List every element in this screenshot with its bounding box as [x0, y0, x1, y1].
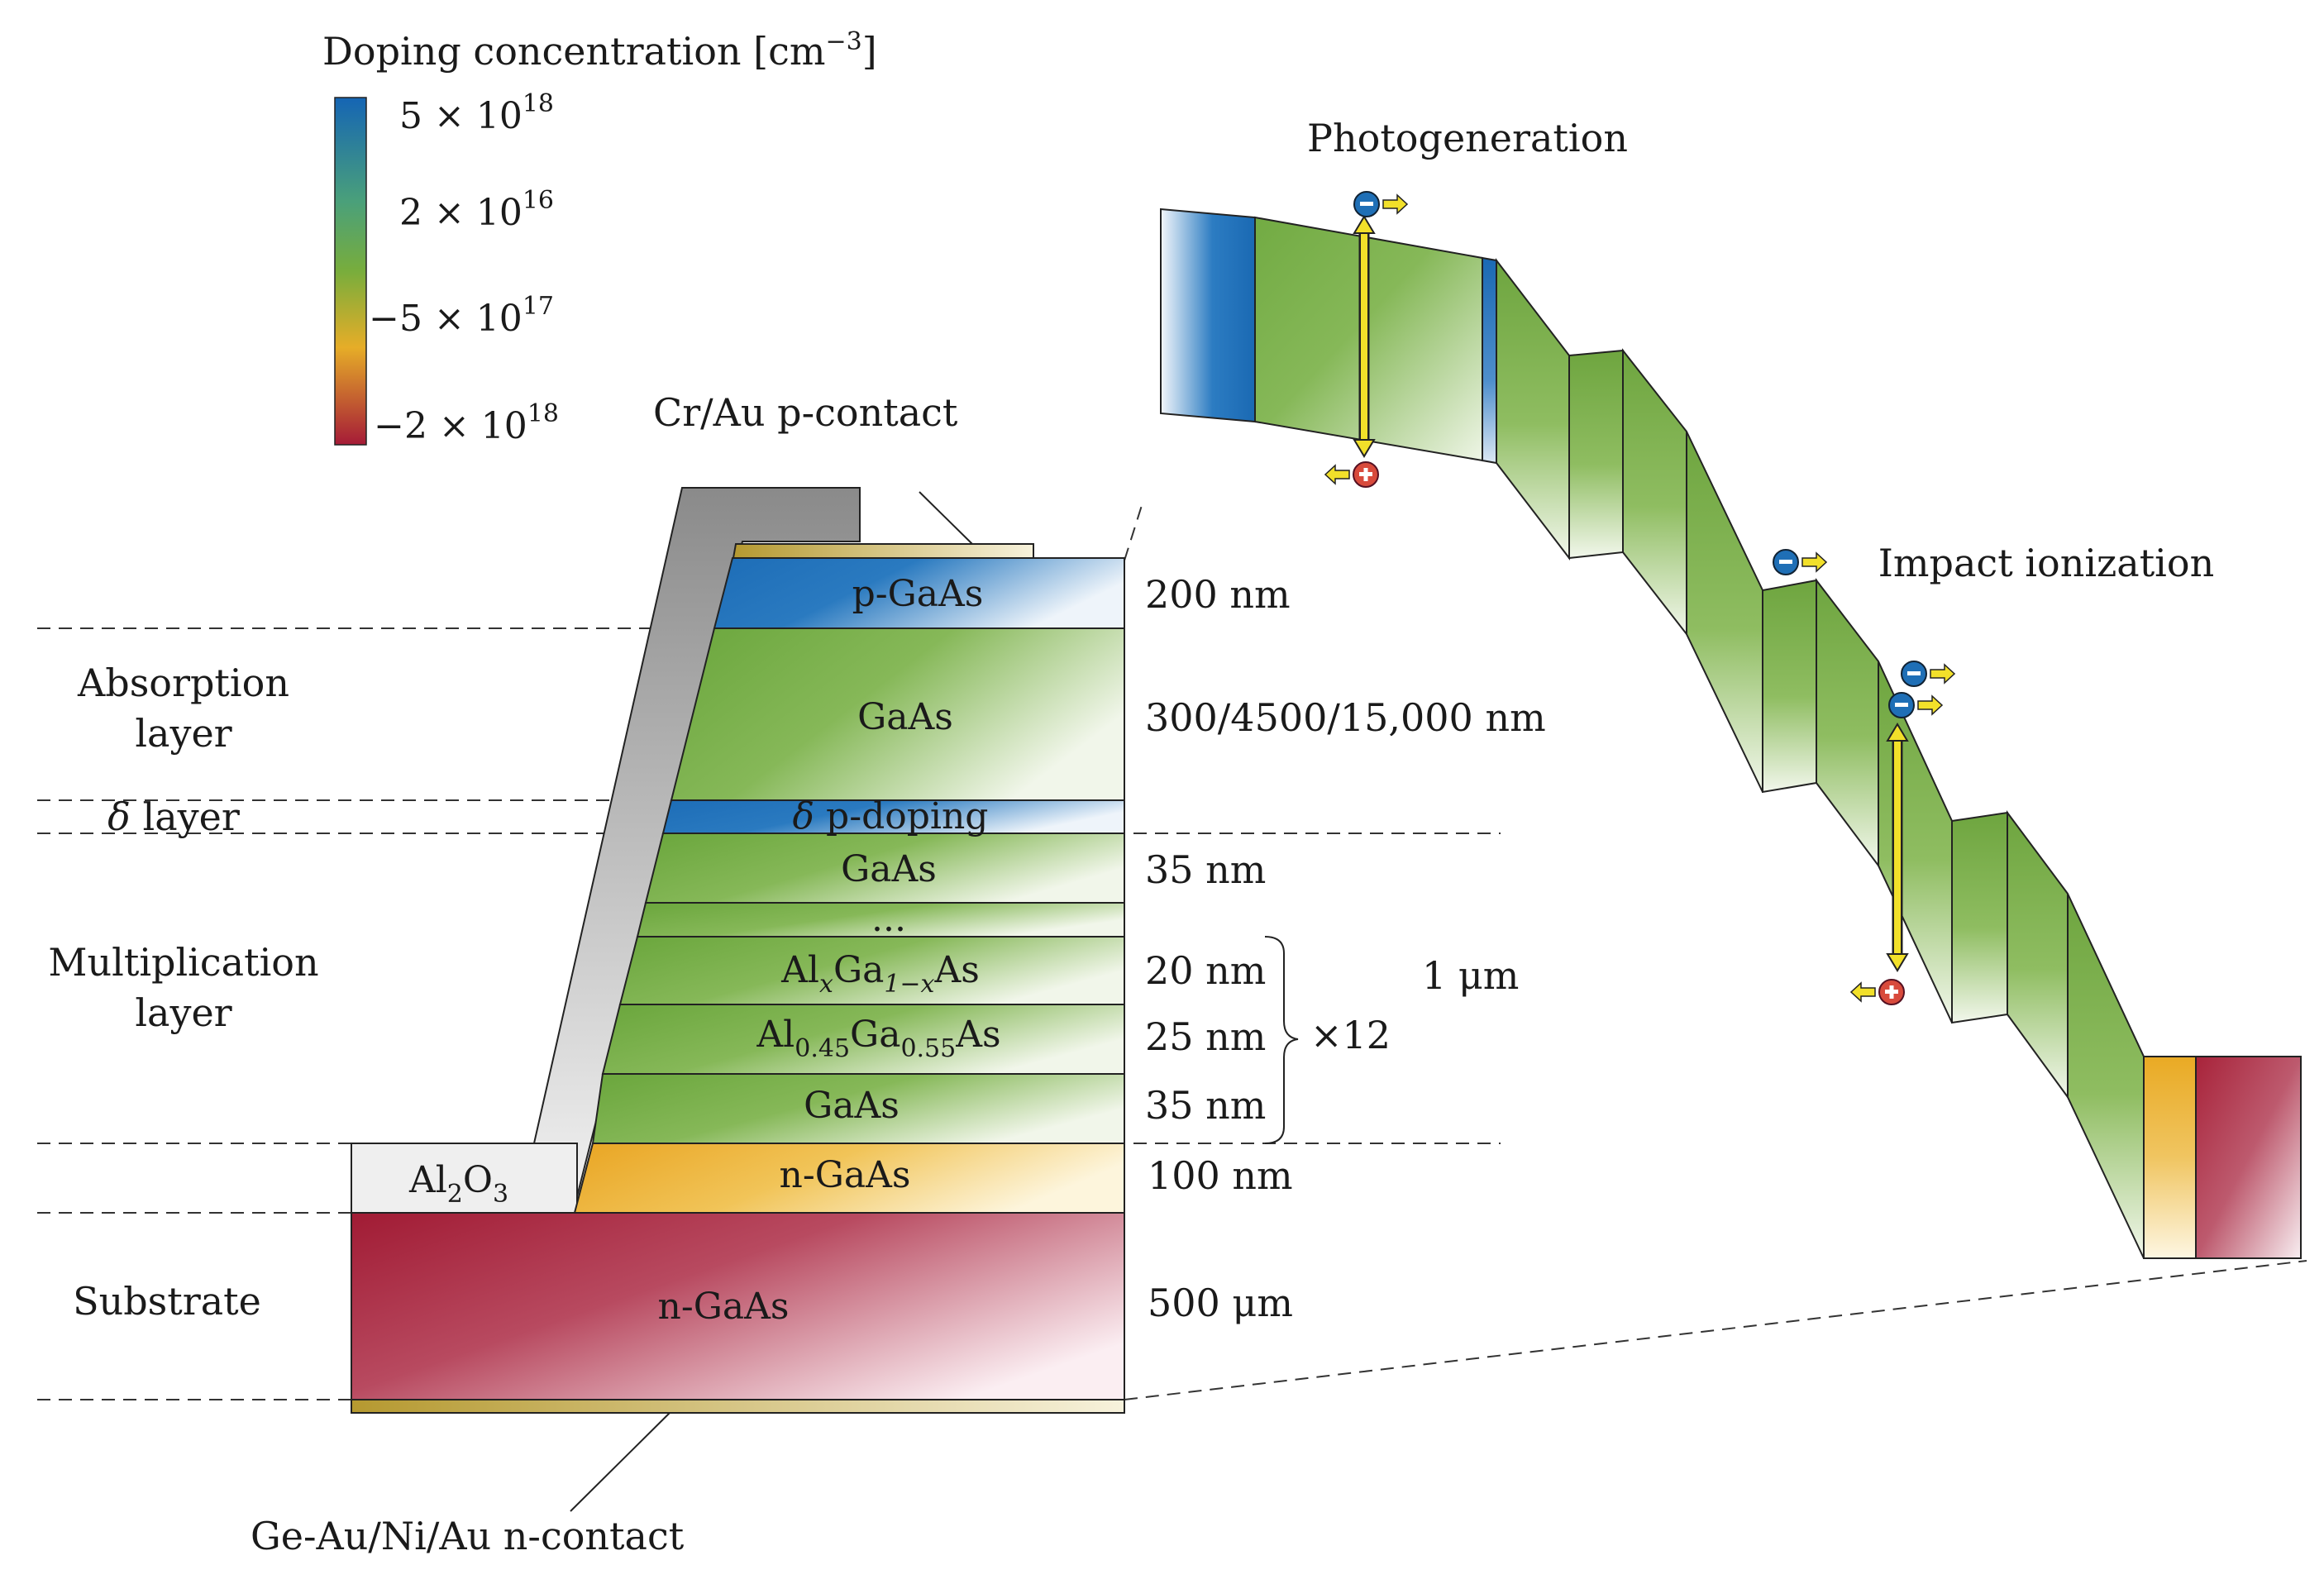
minus-icon	[1895, 703, 1908, 707]
band-face	[2007, 809, 2069, 1100]
band-face	[1878, 661, 1953, 1023]
band-face	[1622, 348, 1687, 637]
arrow-head-icon	[1353, 439, 1376, 458]
band-face	[1568, 349, 1624, 560]
thickness-label: 20 nm	[1145, 948, 1266, 993]
n-contact-metal	[351, 1399, 1125, 1414]
layer-label: p-GaAs	[852, 573, 984, 615]
band-face	[1496, 258, 1570, 561]
p-contact-leader	[919, 491, 973, 545]
plus-icon	[1363, 468, 1368, 481]
plus-icon	[1889, 985, 1894, 999]
multiplication-label: layer	[135, 990, 231, 1035]
thickness-label: 100 nm	[1148, 1153, 1293, 1198]
photogeneration-label: Photogeneration	[1307, 116, 1628, 160]
p-contact-label: Cr/Au p-contact	[653, 390, 958, 435]
p-contact-metal	[732, 543, 1034, 559]
n-contact-leader	[570, 1412, 670, 1512]
absorption-label: Absorption	[77, 661, 289, 705]
minus-icon	[1907, 671, 1921, 675]
layer-label: n-GaAs	[658, 1286, 790, 1328]
thickness-label: 300/4500/15,000 nm	[1145, 695, 1546, 740]
layer-label: AlxGa1−xAs	[780, 949, 980, 999]
colorbar-tick-label: 2 × 1016	[399, 186, 554, 234]
thickness-label: 35 nm	[1145, 847, 1266, 892]
colorbar-title: Doping concentration [cm−3]	[322, 27, 877, 74]
layer-substrate	[351, 1212, 1125, 1400]
substrate-label: Substrate	[73, 1279, 261, 1324]
band-segment-substrate	[2195, 1056, 2302, 1259]
band-segment-n-gaas	[2143, 1056, 2197, 1259]
band-segment-delta	[1482, 256, 1497, 465]
layer-label: δ p-doping	[793, 795, 989, 837]
delta-layer-label: δ layer	[107, 794, 240, 839]
layer-label: GaAs	[841, 848, 937, 890]
colorbar-tick-label: 5 × 1018	[399, 89, 554, 137]
arrow-left-icon	[1324, 464, 1350, 485]
thickness-label: 35 nm	[1145, 1083, 1266, 1128]
colorbar-gradient	[334, 97, 367, 446]
arrow-right-icon	[1917, 694, 1944, 716]
colorbar: Doping concentration [cm−3] 5 × 1018 2 ×…	[322, 27, 877, 447]
impact-ionization-label: Impact ionization	[1878, 541, 2214, 585]
layer-label: GaAs	[804, 1085, 900, 1127]
colorbar-tick-label: −5 × 1017	[369, 292, 554, 340]
band-face	[1686, 431, 1763, 793]
period-total-label: 1 μm	[1422, 953, 1519, 998]
n-contact-label: Ge-Au/Ni/Au n-contact	[251, 1514, 685, 1558]
layer-stack	[351, 543, 1125, 1414]
al2o3-layer	[351, 1143, 578, 1214]
layer-label: Al0.45Ga0.55As	[756, 1014, 1000, 1063]
absorption-label: layer	[135, 711, 231, 756]
colorbar-tick-label: −2 × 1018	[374, 399, 559, 447]
arrow-head-icon	[1353, 215, 1376, 234]
impact-ionization-process: Impact ionization	[1773, 541, 2214, 1005]
repeat-label: ×12	[1310, 1013, 1391, 1057]
region-labels: Absorption layer δ layer Multiplication …	[48, 661, 318, 1324]
arrow-head-icon	[1886, 723, 1909, 742]
thickness-labels: 200 nm 300/4500/15,000 nm 35 nm 20 nm 25…	[1145, 572, 1546, 1325]
arrow-right-icon	[1801, 551, 1828, 573]
band-segment-p-gaas	[1160, 208, 1256, 423]
layer-label: n-GaAs	[780, 1154, 911, 1196]
layer-label: ...	[871, 898, 906, 940]
photogeneration-process: Photogeneration	[1307, 116, 1628, 488]
repeat-brace	[1264, 936, 1299, 1144]
multiplication-label: Multiplication	[48, 940, 318, 985]
thickness-label: 500 μm	[1148, 1281, 1293, 1325]
arrow-right-icon	[1382, 193, 1409, 215]
arrow-right-icon	[1930, 663, 1956, 685]
thickness-label: 200 nm	[1145, 572, 1291, 617]
al2o3-label: Al2O3	[408, 1159, 508, 1209]
band-face	[1951, 811, 2008, 1024]
layer-labels: p-GaAs GaAs δ p-doping GaAs ... AlxGa1−x…	[658, 573, 1001, 1328]
band-face	[2067, 893, 2145, 1259]
band-face	[1816, 578, 1879, 868]
arrow-left-icon	[1849, 981, 1876, 1003]
minus-icon	[1779, 560, 1792, 564]
layer-label: GaAs	[857, 696, 953, 738]
minus-icon	[1360, 202, 1373, 206]
band-face	[1762, 579, 1817, 794]
arrow-head-icon	[1886, 953, 1909, 972]
thickness-label: 25 nm	[1145, 1014, 1266, 1059]
